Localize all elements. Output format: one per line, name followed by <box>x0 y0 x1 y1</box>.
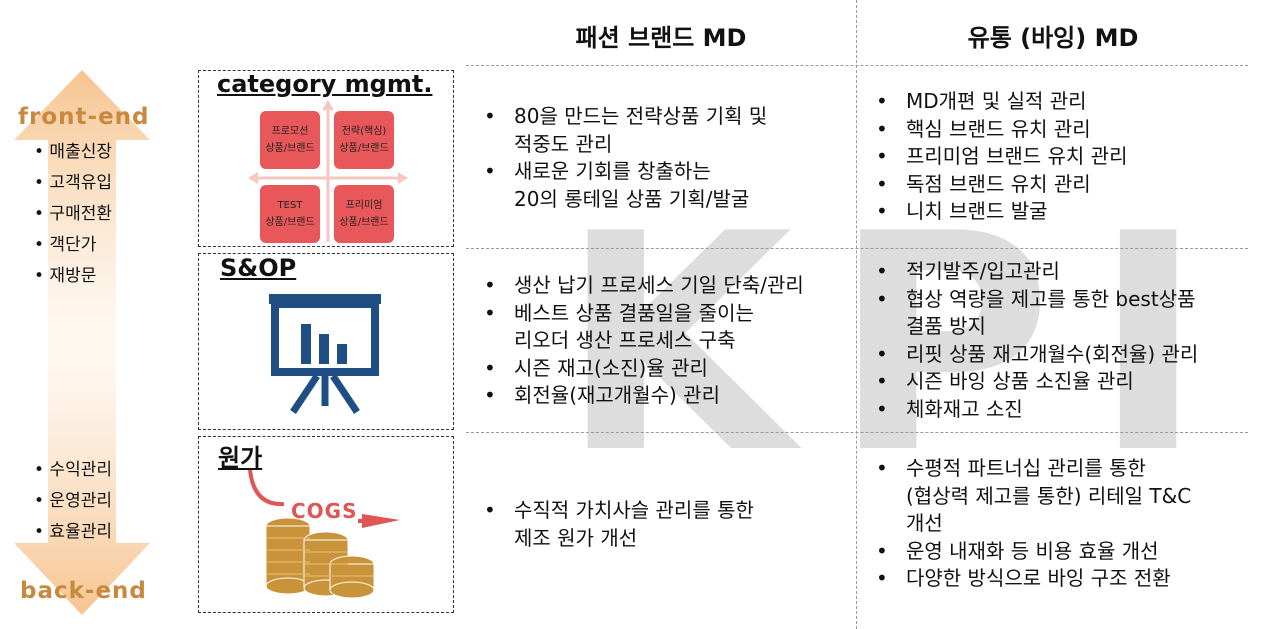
cogs-label: COGS <box>291 499 358 523</box>
bullet-line: 개선 <box>906 511 943 535</box>
bullet-line: 니치 브랜드 발굴 <box>876 198 1127 226</box>
presentation-chart-icon <box>269 294 381 414</box>
row-divider-middle <box>466 248 1248 249</box>
retail-category-bullets: MD개편 및 실적 관리핵심 브랜드 유치 관리프리미엄 브랜드 유치 관리독점… <box>876 88 1127 226</box>
bullet-line: 새로운 기회를 창출하는 <box>484 158 767 186</box>
side-kpi-item: • 운영관리 <box>34 491 112 511</box>
front-end-label: front-end <box>18 104 150 130</box>
side-kpi-item: • 구매전환 <box>34 204 112 224</box>
bullet-line: (협상력 제고를 통한) 리테일 T&C <box>906 483 1192 508</box>
front-back-arrow <box>14 70 150 615</box>
retail-cost-bullets: 수평적 파트너십 관리를 통한(협상력 제고를 통한) 리테일 T&C 개선운영 … <box>876 455 1191 593</box>
back-end-kpi-list: • 수익관리 • 운영관리 • 효율관리 <box>34 455 112 548</box>
sop-title: S&OP <box>220 254 297 282</box>
side-kpi-item: • 수익관리 <box>34 460 112 480</box>
bullet-line: 생산 납기 프로세스 기일 단축/관리 <box>484 272 804 300</box>
bullet-line: 수평적 파트너십 관리를 통한 <box>876 455 1191 483</box>
quadrant-axes <box>248 100 408 242</box>
bullet-line: 다양한 방식으로 바잉 구조 전환 <box>876 565 1191 593</box>
category-mgmt-title: category mgmt. <box>217 70 433 98</box>
quadrant-label: 전략(핵심)상품/브랜드 <box>339 126 389 154</box>
row-divider-top <box>466 65 1248 66</box>
bullet-line: 리오더 생산 프로세스 구축 <box>514 328 736 352</box>
bullet-line: 시즌 바잉 상품 소진율 관리 <box>876 368 1198 396</box>
side-kpi-item: • 고객유입 <box>34 173 112 193</box>
header-fashion-md: 패션 브랜드 MD <box>575 24 747 52</box>
side-kpi-item: • 재방문 <box>34 266 97 286</box>
bullet-line: 베스트 상품 결품일을 줄이는 <box>484 300 804 328</box>
cogs-coins-icon <box>248 469 400 599</box>
bullet-line: 핵심 브랜드 유치 관리 <box>876 116 1127 144</box>
bullet-line: 제조 원가 개선 <box>514 525 638 550</box>
bullet-line: 시즌 재고(소진)율 관리 <box>484 355 804 383</box>
bullet-line: 적중도 관리 <box>514 131 613 156</box>
side-kpi-item: • 객단가 <box>34 235 97 255</box>
column-divider <box>856 0 857 629</box>
bullet-line: 결품 방지 <box>906 314 986 338</box>
cost-title: 원가 <box>218 444 263 472</box>
bullet-line: 20의 롱테일 상품 기획/발굴 <box>514 186 750 211</box>
category-mgmt-box <box>198 70 454 247</box>
header-retail-md: 유통 (바잉) MD <box>967 24 1139 52</box>
bullet-line: 운영 내재화 등 비용 효율 개선 <box>876 538 1191 566</box>
bullet-line: 리핏 상품 재고개월수(회전율) 관리 <box>876 341 1198 369</box>
bullet-line: 독점 브랜드 유치 관리 <box>876 171 1127 199</box>
cost-box <box>198 436 454 613</box>
side-kpi-item: • 매출신장 <box>34 142 112 162</box>
sop-box <box>198 253 454 430</box>
bullet-line: 협상 역량을 제고를 통한 best상품 <box>876 286 1198 314</box>
bullet-line: 체화재고 소진 <box>876 396 1198 424</box>
bullet-line: 회전율(재고개월수) 관리 <box>484 382 804 410</box>
bullet-line: 적기발주/입고관리 <box>876 258 1198 286</box>
row-divider-bottom <box>466 432 1248 433</box>
bullet-line: 수직적 가치사슬 관리를 통한 <box>484 497 754 525</box>
front-end-kpi-list: • 매출신장 • 고객유입 • 구매전환 • 객단가 • 재방문 <box>34 137 112 292</box>
bullet-line: 80을 만드는 전략상품 기획 및 <box>484 103 767 131</box>
quadrant-strategic: 전략(핵심)상품/브랜드 <box>334 111 394 169</box>
side-kpi-item: • 효율관리 <box>34 522 112 542</box>
bullet-line: 프리미엄 브랜드 유치 관리 <box>876 143 1127 171</box>
bullet-line: MD개편 및 실적 관리 <box>876 88 1127 116</box>
back-end-label: back-end <box>20 578 147 604</box>
